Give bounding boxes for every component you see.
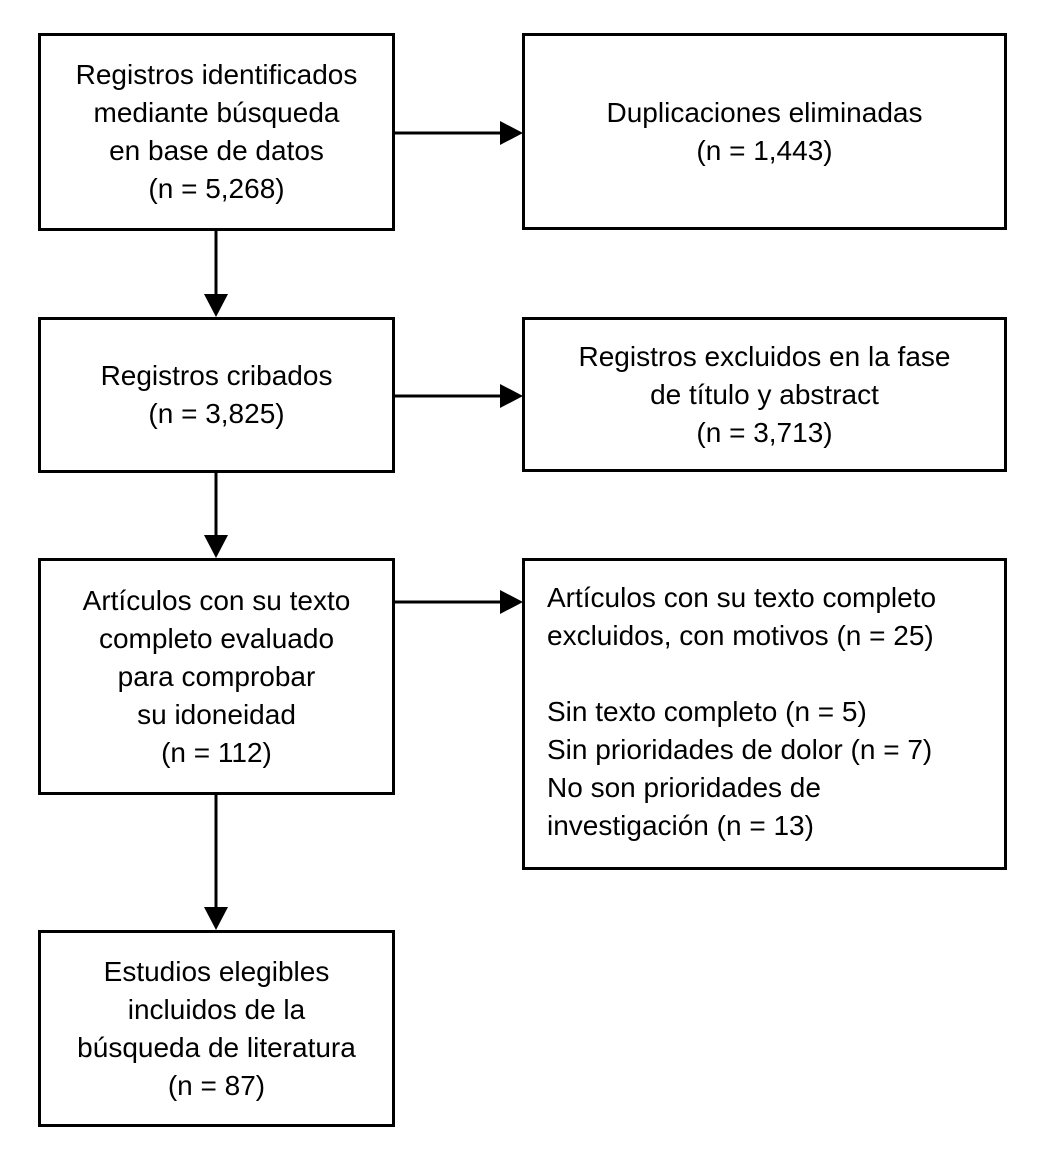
- box-line: (n = 3,713): [696, 416, 833, 448]
- box-line: (n = 87): [167, 1069, 266, 1101]
- arrow-screened-to-excluded: [395, 384, 523, 408]
- box-line: completo evaluado: [98, 622, 335, 654]
- arrow-fulltext-to-included: [204, 795, 228, 930]
- box-line: Sin prioridades de dolor (n = 7): [547, 734, 933, 765]
- box-excluded-title-abstract: Registros excluidos en la fase de título…: [522, 317, 1007, 472]
- box-fulltext-excluded: Artículos con su texto completo excluido…: [522, 558, 1007, 870]
- box-line: (n = 5,268): [148, 173, 285, 204]
- box-duplicates-removed: Duplicaciones eliminadas (n = 1,443): [522, 33, 1007, 230]
- box-line: Sin texto completo (n = 5): [547, 696, 867, 727]
- box-line: Artículos con su texto: [82, 584, 351, 616]
- box-line: excluidos, con motivos (n = 25): [547, 620, 934, 651]
- box-line: Artículos con su texto completo: [547, 582, 937, 613]
- box-line: Registros excluidos en la fase: [578, 340, 951, 372]
- box-line: para comprobar: [117, 660, 316, 692]
- arrow-identified-to-duplicates: [395, 121, 523, 145]
- box-studies-included: Estudios elegibles incluidos de la búsqu…: [38, 930, 395, 1127]
- box-line: de título y abstract: [650, 378, 879, 410]
- box-line: Estudios elegibles: [103, 955, 330, 987]
- box-line: mediante búsqueda: [93, 97, 340, 128]
- arrow-screened-to-fulltext: [204, 473, 228, 558]
- arrow-fulltext-to-excluded: [395, 590, 523, 614]
- box-line: investigación (n = 13): [547, 810, 814, 841]
- box-records-screened: Registros cribados (n = 3,825): [38, 317, 395, 473]
- box-records-identified: Registros identificados mediante búsqued…: [38, 33, 395, 231]
- box-line: (n = 112): [161, 736, 272, 768]
- box-line: (n = 3,825): [148, 398, 285, 429]
- box-line: (n = 1,443): [696, 134, 833, 166]
- box-fulltext-assessed: Artículos con su texto completo evaluado…: [38, 558, 395, 795]
- box-line: su idoneidad: [137, 698, 296, 730]
- box-line: búsqueda de literatura: [77, 1031, 356, 1063]
- box-line: en base de datos: [109, 135, 324, 166]
- box-line: Duplicaciones eliminadas: [606, 96, 923, 128]
- box-line: incluidos de la: [127, 993, 306, 1025]
- box-line: No son prioridades de: [547, 772, 821, 803]
- box-line: Registros identificados: [75, 59, 358, 90]
- arrow-identified-to-screened: [204, 231, 228, 317]
- box-line: Registros cribados: [100, 360, 333, 391]
